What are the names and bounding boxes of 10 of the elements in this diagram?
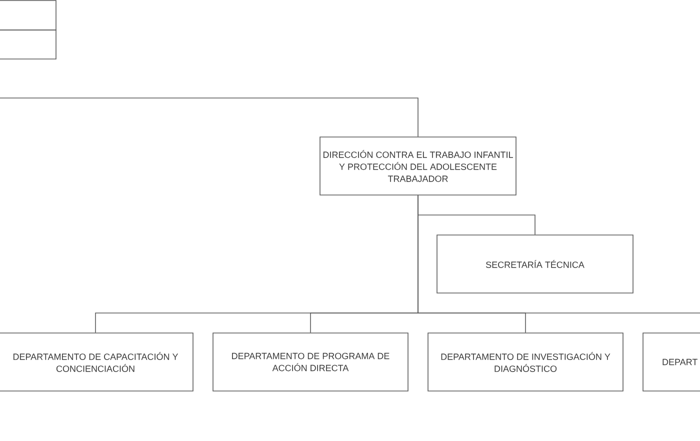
unit-box: DEPARTAMENTO DE PROGRAMA DE ACCIÓN DIRECTA [212,332,408,392]
unit-box: SECRETARÍA TÉCNICA [436,234,634,294]
connector-line [418,195,700,314]
empty-box [0,0,56,30]
connector-line [0,98,418,137]
unit-box: DEPARTAMENTO DE INVESTIGACIÓN Y DIAGNÓSTICO [428,332,624,392]
unit-box: DEPART [642,332,700,392]
unit-box: DEPARTAMENTO DE CAPACITACIÓN Y CONCIENCIACIÓN [0,332,194,392]
empty-box [0,30,56,60]
unit-box: DIRECCIÓN CONTRA EL TRABAJO INFANTIL Y PROTECCIÓN DEL ADOLESCENTE TRABAJADOR [320,136,516,196]
